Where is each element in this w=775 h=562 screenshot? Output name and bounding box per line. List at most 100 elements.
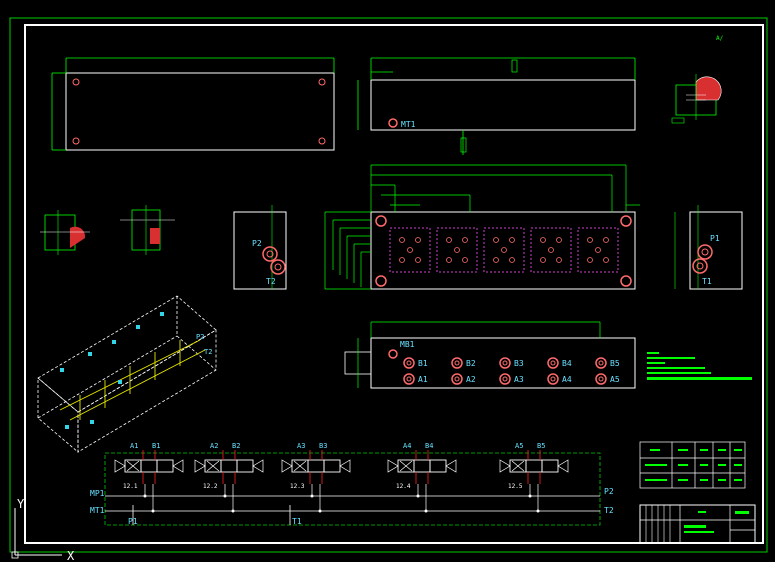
valve-box-center — [140, 459, 158, 473]
valve-a-label: A2 — [210, 442, 218, 450]
junction-t — [318, 509, 322, 513]
valve-box-center — [413, 459, 431, 473]
valve-a-label: A4 — [403, 442, 411, 450]
svg-text:MT1: MT1 — [401, 120, 416, 129]
svg-text:T1: T1 — [292, 517, 302, 526]
detail-top-right — [671, 74, 722, 124]
front-port-view: MB1 — [344, 321, 636, 389]
b3-label: B3 — [514, 359, 524, 368]
top-middle-view: MT1 — [357, 57, 636, 155]
b3-port-inner — [502, 360, 508, 366]
valve-cross — [206, 460, 220, 472]
solenoid-right — [557, 459, 569, 473]
valve-box-right — [323, 459, 341, 473]
b4-port — [547, 357, 559, 369]
a1-port-inner — [406, 376, 412, 382]
top-plate-view — [51, 57, 335, 151]
solenoid-right — [339, 459, 351, 473]
isometric-view: P2 T2 — [37, 295, 217, 453]
title-block — [639, 504, 756, 544]
svg-text:MB1: MB1 — [400, 340, 415, 349]
a3-label: A3 — [514, 375, 524, 384]
svg-text:T1: T1 — [702, 277, 712, 286]
detail-left-1 — [40, 210, 90, 255]
solenoid-left — [387, 459, 399, 473]
b2-port — [451, 357, 463, 369]
parts-table — [639, 441, 746, 489]
a5-label: A5 — [610, 375, 620, 384]
valve-box-center — [220, 459, 238, 473]
valve-b-label: B2 — [232, 442, 240, 450]
b4-label: B4 — [562, 359, 572, 368]
a1-port — [403, 373, 415, 385]
junction-p — [223, 494, 227, 498]
junction-p — [143, 494, 147, 498]
junction-t — [536, 509, 540, 513]
notes-block — [647, 352, 752, 380]
valve-box-right — [429, 459, 447, 473]
valve-cross — [126, 460, 140, 472]
valve-id-label: 12.1 — [123, 483, 138, 490]
solenoid-left — [194, 459, 206, 473]
valve-b-label: B4 — [425, 442, 433, 450]
solenoid-left — [281, 459, 293, 473]
b5-label: B5 — [610, 359, 620, 368]
valve-id-label: 12.3 — [290, 483, 305, 490]
svg-text:MP1: MP1 — [90, 489, 105, 498]
valve-cross — [293, 460, 307, 472]
valve-b-label: B5 — [537, 442, 545, 450]
a4-port-inner — [550, 376, 556, 382]
solenoid-left — [114, 459, 126, 473]
valve-cross — [511, 460, 525, 472]
corner-mark: A/ — [716, 35, 724, 42]
a2-port-inner — [454, 376, 460, 382]
valve-b-label: B1 — [152, 442, 160, 450]
b5-port-inner — [598, 360, 604, 366]
valve-box-right — [236, 459, 254, 473]
drawing-border — [24, 24, 764, 544]
svg-text:P1: P1 — [710, 234, 720, 243]
right-side-view: P1 T1 — [674, 205, 743, 290]
b4-port-inner — [550, 360, 556, 366]
a3-port — [499, 373, 511, 385]
b1-port-inner — [406, 360, 412, 366]
svg-text:P2: P2 — [196, 333, 204, 341]
left-side-view: P2 T2 — [233, 205, 287, 290]
valve-box-right — [541, 459, 559, 473]
b1-label: B1 — [418, 359, 428, 368]
junction-p — [416, 494, 420, 498]
valve-a-label: A5 — [515, 442, 523, 450]
outer-frame — [9, 17, 768, 553]
valve-id-label: 12.5 — [508, 483, 523, 490]
junction-p — [528, 494, 532, 498]
a1-label: A1 — [418, 375, 428, 384]
valve-a-label: A3 — [297, 442, 305, 450]
ucs-icon: Y X — [11, 497, 75, 562]
junction-t — [151, 509, 155, 513]
valve-id-label: 12.2 — [203, 483, 218, 490]
valve-cross — [399, 460, 413, 472]
b5-port — [595, 357, 607, 369]
svg-text:X: X — [67, 549, 75, 562]
a3-port-inner — [502, 376, 508, 382]
b1-port — [403, 357, 415, 369]
solenoid-right — [252, 459, 264, 473]
a5-port — [595, 373, 607, 385]
parts-table-fill — [645, 449, 742, 481]
a2-port — [451, 373, 463, 385]
svg-text:T2: T2 — [604, 506, 614, 515]
svg-text:P2: P2 — [604, 487, 614, 496]
valve-box-center — [525, 459, 543, 473]
svg-text:Y: Y — [17, 497, 25, 511]
solenoid-right — [445, 459, 457, 473]
svg-text:P1: P1 — [128, 517, 138, 526]
a4-label: A4 — [562, 375, 572, 384]
valve-box-center — [307, 459, 325, 473]
schematic-labels: MP1 MT1 P2 T2 P1 T1 — [90, 487, 614, 526]
svg-text:T2: T2 — [204, 348, 212, 356]
b3-port — [499, 357, 511, 369]
main-block-view — [324, 164, 640, 290]
valve-b-label: B3 — [319, 442, 327, 450]
